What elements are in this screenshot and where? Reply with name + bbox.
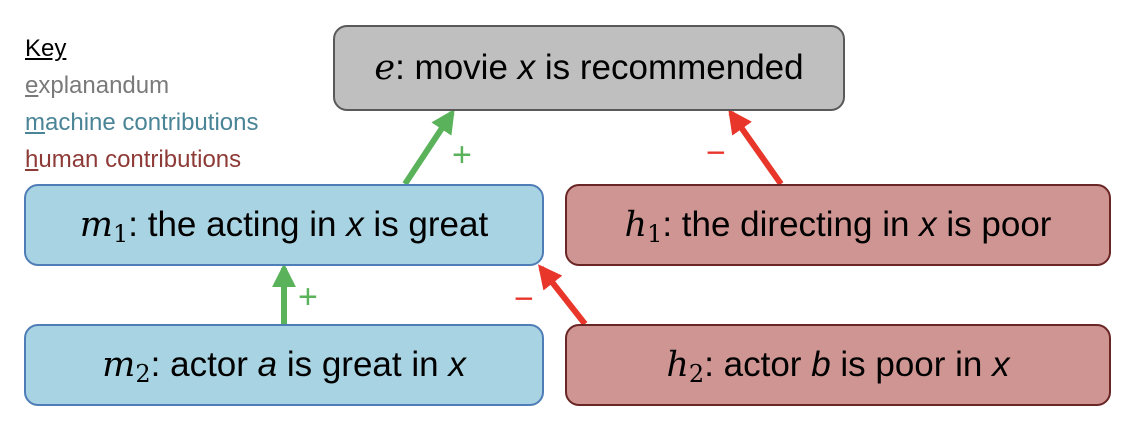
node-explanandum-e: e: movie ​x is recommended [333, 25, 845, 111]
node-human-h2: h2: actor ​b is poor in ​x [565, 324, 1111, 406]
node-m1-symbol: m [79, 205, 113, 245]
legend-machine-contributions: machine contributions [25, 109, 259, 136]
edge-h1-to-e-attack-arrow [728, 109, 784, 186]
edge-m1-e-sign: + [452, 136, 472, 174]
node-m2-symbol: m [102, 345, 136, 385]
node-human-h1: h1: the directing in ​x is poor [565, 184, 1111, 266]
node-e-symbol: e [374, 48, 396, 88]
legend: Key explanandum machine contributions hu… [25, 30, 258, 178]
node-machine-m2: m2: actor ​a is great in ​x [24, 324, 544, 406]
legend-human-contributions: human contributions [25, 146, 242, 173]
legend-explanandum: explanandum [25, 72, 170, 99]
node-machine-m1: m1: the acting in ​x is great [24, 184, 544, 266]
edge-h2-to-m1-attack-arrow [538, 264, 588, 326]
edge-h1-e-sign: − [706, 134, 726, 172]
edge-m1-to-e-support-arrow [402, 108, 455, 186]
legend-title: Key [25, 35, 67, 62]
node-h2-symbol: h [666, 345, 689, 385]
edge-m2-m1-sign: + [298, 278, 318, 316]
edge-h2-m1-sign: − [514, 280, 534, 318]
node-h1-symbol: h [624, 205, 648, 245]
